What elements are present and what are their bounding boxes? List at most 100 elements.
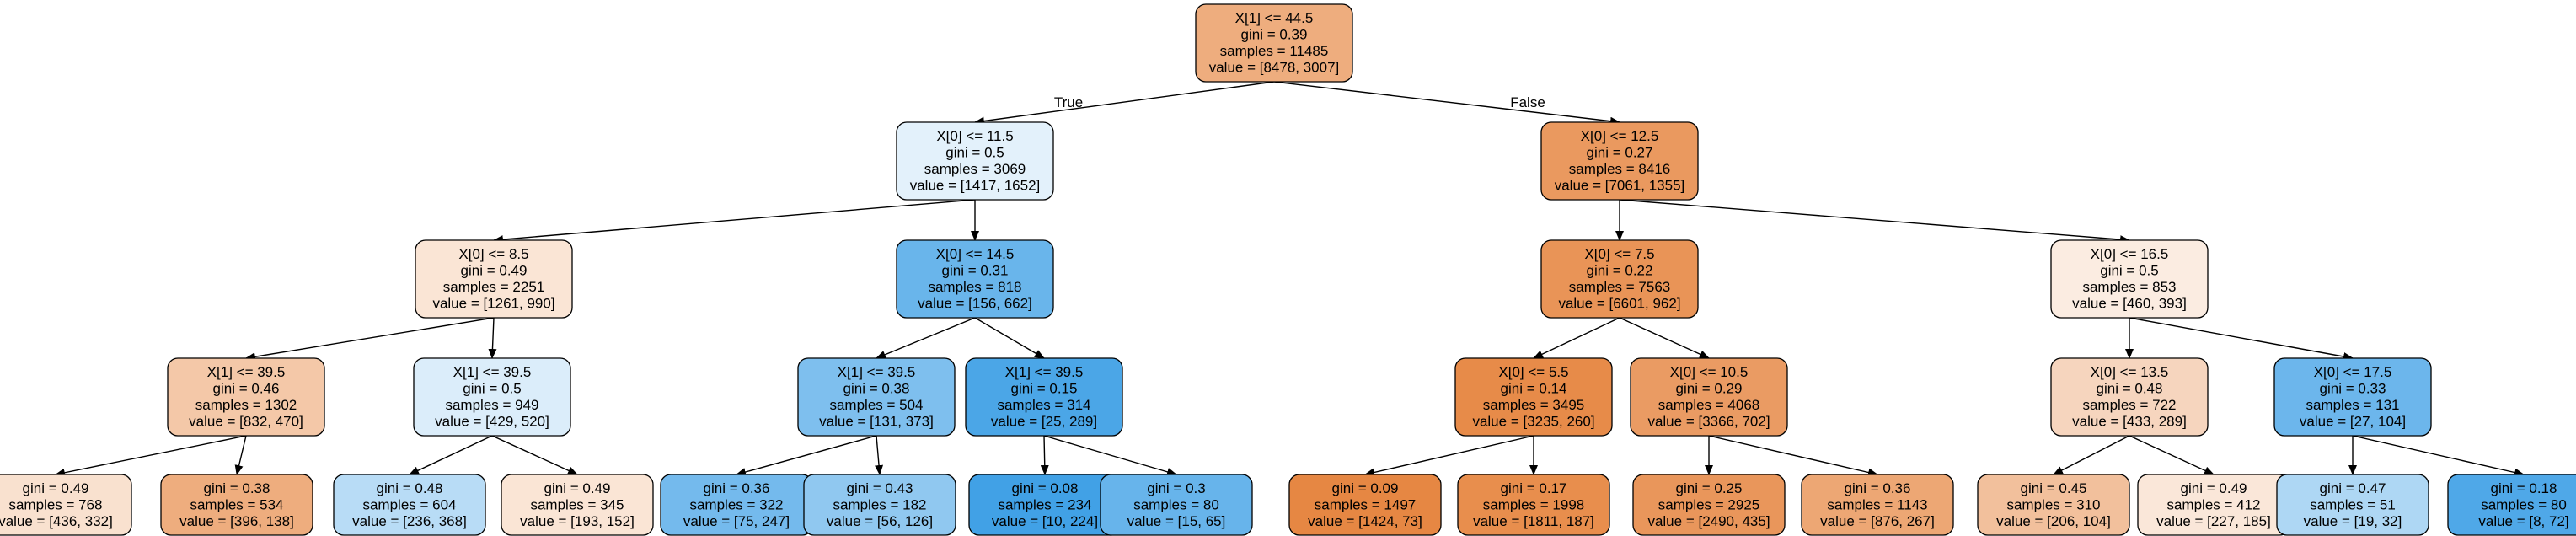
node-text-line: value = [15, 65] xyxy=(1127,513,1226,529)
edge-n9-n13 xyxy=(974,317,1045,359)
edge-n17-n21 xyxy=(1619,317,1710,359)
node-box xyxy=(965,357,1123,437)
node-box xyxy=(2273,357,2432,437)
edge-n28-n30 xyxy=(2352,435,2525,477)
node-text-line: gini = 0.17 xyxy=(1501,480,1567,496)
node-text-line: gini = 0.31 xyxy=(942,263,1009,279)
node-text-line: value = [8, 72] xyxy=(2478,513,2568,529)
node-box xyxy=(1100,474,1253,536)
node-text-line: gini = 0.08 xyxy=(1012,480,1079,496)
node-text-line: samples = 322 xyxy=(689,496,783,512)
edge-label-true: True xyxy=(1054,94,1083,110)
edge-n1-n2 xyxy=(493,199,976,244)
node-text-line: X[1] <= 39.5 xyxy=(1005,364,1084,380)
edge-n16-n24 xyxy=(1619,199,2130,244)
node-text-line: samples = 1302 xyxy=(195,397,297,413)
node-text-line: samples = 11485 xyxy=(1220,43,1329,59)
node-text-line: value = [396, 138] xyxy=(179,513,294,529)
node-text-line: value = [236, 368] xyxy=(352,513,467,529)
edge-n25-n26 xyxy=(2053,435,2130,475)
node-text-line: samples = 768 xyxy=(8,496,102,512)
node-text-line: gini = 0.18 xyxy=(2491,480,2557,496)
node-text-line: value = [429, 520] xyxy=(435,414,549,430)
node-text-line: gini = 0.49 xyxy=(23,480,89,496)
edge-n2-n6 xyxy=(488,317,497,359)
node-text-line: gini = 0.46 xyxy=(213,381,280,397)
node-box xyxy=(803,474,956,536)
edge-n6-n8 xyxy=(491,435,578,475)
edge-n18-n19 xyxy=(1364,435,1534,477)
node-text-line: samples = 2925 xyxy=(1658,496,1760,512)
node-box xyxy=(896,239,1054,319)
node-text-line: samples = 131 xyxy=(2306,397,2399,413)
node-text-line: value = [56, 126] xyxy=(827,513,933,529)
node-text-line: value = [876, 267] xyxy=(1820,513,1935,529)
tree-edges xyxy=(55,81,2525,477)
node-text-line: X[0] <= 7.5 xyxy=(1584,246,1654,262)
edge-n3-n5 xyxy=(234,435,247,475)
node-box xyxy=(1540,121,1699,201)
edge-n17-n18 xyxy=(1533,317,1620,359)
node-text-line: X[0] <= 11.5 xyxy=(936,128,1013,144)
node-box xyxy=(333,474,486,536)
node-text-line: samples = 534 xyxy=(190,496,283,512)
edge-n13-n14 xyxy=(1040,435,1049,475)
node-text-line: value = [3235, 260] xyxy=(1472,414,1594,430)
node-text-line: gini = 0.49 xyxy=(461,263,528,279)
node-text-line: X[1] <= 39.5 xyxy=(453,364,532,380)
node-text-line: samples = 3495 xyxy=(1483,397,1585,413)
node-text-line: value = [1417, 1652] xyxy=(910,178,1041,194)
node-text-line: value = [193, 152] xyxy=(520,513,635,529)
node-text-line: value = [1424, 73] xyxy=(1308,513,1422,529)
node-text-line: samples = 182 xyxy=(833,496,926,512)
node-text-line: X[1] <= 39.5 xyxy=(838,364,916,380)
node-text-line: samples = 853 xyxy=(2082,279,2176,295)
node-text-line: samples = 310 xyxy=(2006,496,2100,512)
node-text-line: value = [7061, 1355] xyxy=(1555,178,1685,194)
node-box xyxy=(1801,474,1954,536)
node-text-line: gini = 0.39 xyxy=(1241,27,1308,43)
node-text-line: gini = 0.45 xyxy=(2021,480,2087,496)
edge-n0-n1 xyxy=(974,81,1275,126)
node-text-line: samples = 3069 xyxy=(924,161,1026,177)
node-text-line: value = [832, 470] xyxy=(189,414,303,430)
node-box xyxy=(160,474,313,536)
node-box xyxy=(1288,474,1442,536)
node-box xyxy=(2447,474,2576,536)
node-text-line: value = [25, 289] xyxy=(991,414,1097,430)
node-text-line: X[0] <= 10.5 xyxy=(1670,364,1749,380)
node-text-line: samples = 949 xyxy=(445,397,538,413)
node-text-line: value = [433, 289] xyxy=(2072,414,2187,430)
node-text-line: value = [206, 104] xyxy=(1996,513,2111,529)
node-text-line: gini = 0.48 xyxy=(2097,381,2163,397)
node-text-line: gini = 0.25 xyxy=(1676,480,1743,496)
node-box xyxy=(2050,239,2209,319)
node-box xyxy=(1632,474,1786,536)
node-text-line: X[0] <= 13.5 xyxy=(2091,364,2169,380)
node-text-line: gini = 0.33 xyxy=(2320,381,2386,397)
node-box xyxy=(1457,474,1610,536)
edge-n2-n3 xyxy=(245,317,495,362)
node-text-line: value = [227, 185] xyxy=(2156,513,2271,529)
node-text-line: samples = 51 xyxy=(2310,496,2396,512)
node-text-line: samples = 234 xyxy=(998,496,1091,512)
node-text-line: value = [460, 393] xyxy=(2072,296,2187,312)
